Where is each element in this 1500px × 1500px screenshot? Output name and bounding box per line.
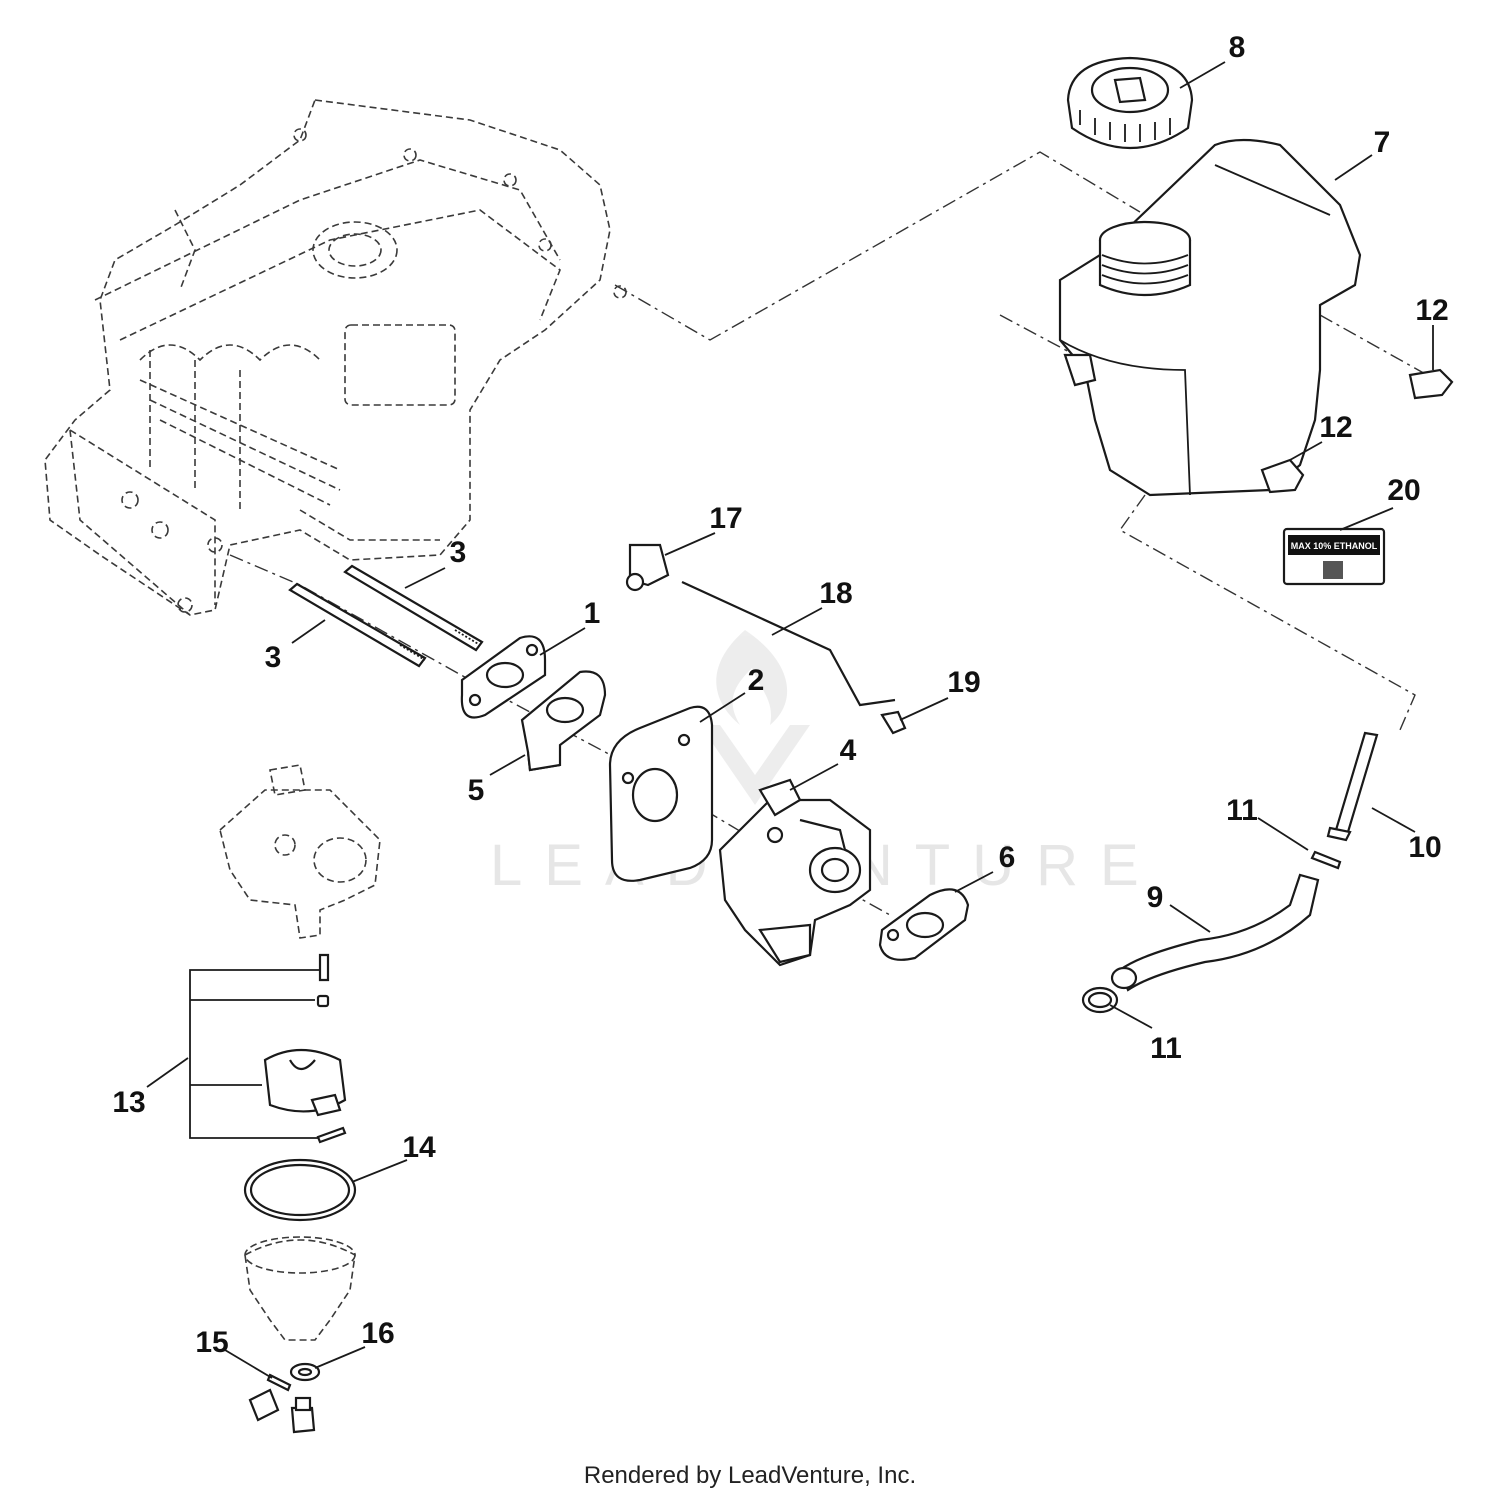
fuel-tank	[1058, 138, 1362, 497]
ethanol-decal: MAX 10% ETHANOL	[1282, 527, 1386, 586]
callout-5: 5	[468, 774, 485, 807]
carburetor-outlet-gasket	[878, 888, 970, 961]
callout-8: 8	[1229, 31, 1246, 64]
carburetor-studs	[288, 564, 484, 668]
callout-19: 19	[947, 666, 980, 699]
watermark-flame-icon	[716, 630, 788, 725]
callout-18: 18	[819, 577, 852, 610]
callout-9: 9	[1147, 881, 1164, 914]
decal-qr-icon	[1323, 561, 1343, 579]
carburetor	[718, 778, 872, 967]
link-spring-clip	[880, 710, 907, 735]
callout-12-upper: 12	[1415, 294, 1448, 327]
watermark-v-icon	[700, 725, 810, 805]
carburetor-phantom	[219, 764, 381, 939]
float-bowl-o-ring	[243, 1158, 357, 1222]
tank-mounting-bolt-lower	[1260, 458, 1305, 494]
callout-15: 15	[195, 1326, 228, 1359]
callout-3-upper: 3	[450, 536, 467, 569]
carburetor-gasket-plate	[608, 705, 714, 882]
callout-20: 20	[1387, 474, 1420, 507]
governor-bracket	[625, 543, 670, 592]
decal-text: MAX 10% ETHANOL	[1291, 541, 1378, 551]
engine-block-phantom	[44, 99, 627, 616]
float-bowl	[244, 1236, 356, 1341]
callout-12-lower: 12	[1319, 411, 1352, 444]
footer-credit: Rendered by LeadVenture, Inc.	[583, 1462, 917, 1489]
carburetor-repair-kit	[189, 953, 347, 1144]
tank-mounting-bolt-upper	[1408, 368, 1454, 400]
callout-11-lower: 11	[1150, 1032, 1182, 1065]
intake-gasket	[460, 635, 547, 719]
callout-11-upper: 11	[1226, 794, 1258, 827]
decal-banner	[1288, 535, 1380, 555]
bowl-drain-hardware	[248, 1362, 321, 1434]
callout-3-lower: 3	[265, 641, 282, 674]
fuel-cap	[1066, 56, 1194, 150]
callout-10: 10	[1408, 831, 1441, 864]
callout-14: 14	[402, 1131, 436, 1164]
callout-6: 6	[999, 841, 1016, 874]
callout-2: 2	[748, 664, 765, 697]
leader-lines	[146, 61, 1434, 1379]
callout-7: 7	[1374, 126, 1391, 159]
insulator-spacer	[520, 670, 607, 772]
callout-13: 13	[112, 1086, 145, 1119]
fuel-hose	[1110, 873, 1320, 992]
callout-16: 16	[361, 1317, 394, 1350]
hose-clamp-upper	[1310, 850, 1342, 870]
throttle-link-rod	[681, 581, 896, 707]
callout-17: 17	[709, 502, 742, 535]
callout-4: 4	[840, 734, 857, 767]
callout-labels: 1 2 3 3 4 5 6 7 8 9 10 11 11 12 12 13 14…	[112, 31, 1448, 1359]
fuel-filter	[1326, 731, 1379, 842]
hose-clamp-lower	[1081, 986, 1119, 1014]
callout-1: 1	[584, 597, 601, 630]
